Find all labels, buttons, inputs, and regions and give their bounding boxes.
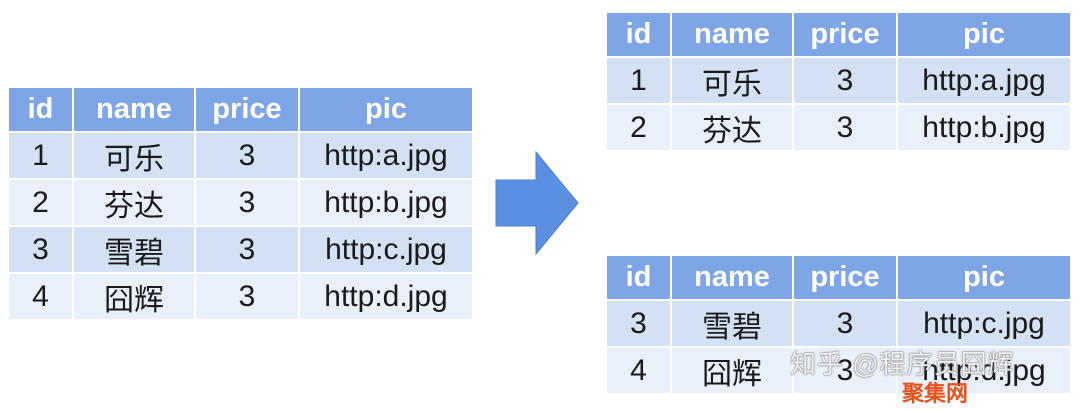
header-row: id name price pic xyxy=(607,256,1070,299)
header-pic: pic xyxy=(898,256,1070,299)
cell-pic: http:a.jpg xyxy=(898,58,1070,103)
cell-name: 囧辉 xyxy=(74,274,194,319)
table-row: 2 芬达 3 http:b.jpg xyxy=(9,180,472,225)
cell-price: 3 xyxy=(794,301,896,346)
table-row: 1 可乐 3 http:a.jpg xyxy=(9,133,472,178)
cell-pic: http:b.jpg xyxy=(898,105,1070,150)
header-row: id name price pic xyxy=(9,88,472,131)
cell-price: 3 xyxy=(196,180,298,225)
header-id: id xyxy=(607,13,670,56)
cell-id: 1 xyxy=(9,133,72,178)
cell-name: 可乐 xyxy=(74,133,194,178)
header-name: name xyxy=(672,13,792,56)
cell-pic: http:c.jpg xyxy=(898,301,1070,346)
header-price: price xyxy=(794,256,896,299)
header-name: name xyxy=(74,88,194,131)
cell-name: 可乐 xyxy=(672,58,792,103)
cell-name: 囧辉 xyxy=(672,348,792,393)
table-row: 2 芬达 3 http:b.jpg xyxy=(607,105,1070,150)
cell-price: 3 xyxy=(794,58,896,103)
cell-name: 芬达 xyxy=(672,105,792,150)
table-row: 4 囧辉 3 http:d.jpg xyxy=(9,274,472,319)
table-row: 3 雪碧 3 http:c.jpg xyxy=(607,301,1070,346)
header-pic: pic xyxy=(300,88,472,131)
header-id: id xyxy=(9,88,72,131)
table-row: 4 囧辉 3 http:d.jpg xyxy=(607,348,1070,393)
cell-price: 3 xyxy=(196,133,298,178)
cell-name: 雪碧 xyxy=(672,301,792,346)
cell-id: 4 xyxy=(607,348,670,393)
cell-id: 2 xyxy=(607,105,670,150)
header-name: name xyxy=(672,256,792,299)
header-id: id xyxy=(607,256,670,299)
table-row: 1 可乐 3 http:a.jpg xyxy=(607,58,1070,103)
cell-pic: http:a.jpg xyxy=(300,133,472,178)
split-table-bottom: id name price pic 3 雪碧 3 http:c.jpg 4 囧辉… xyxy=(605,254,1072,395)
header-row: id name price pic xyxy=(607,13,1070,56)
split-table-top: id name price pic 1 可乐 3 http:a.jpg 2 芬达… xyxy=(605,11,1072,152)
cell-pic: http:c.jpg xyxy=(300,227,472,272)
cell-pic: http:d.jpg xyxy=(898,348,1070,393)
cell-name: 雪碧 xyxy=(74,227,194,272)
watermark-text: 知乎 @程序员囧辉 xyxy=(790,349,1015,379)
header-pic: pic xyxy=(898,13,1070,56)
source-table: id name price pic 1 可乐 3 http:a.jpg 2 芬达… xyxy=(7,86,474,321)
cell-id: 1 xyxy=(607,58,670,103)
cell-id: 3 xyxy=(607,301,670,346)
cell-price: 3 xyxy=(794,348,896,393)
cell-pic: http:d.jpg xyxy=(300,274,472,319)
cell-pic: http:b.jpg xyxy=(300,180,472,225)
header-price: price xyxy=(196,88,298,131)
header-price: price xyxy=(794,13,896,56)
cell-id: 4 xyxy=(9,274,72,319)
right-arrow-icon xyxy=(495,150,579,256)
cell-id: 3 xyxy=(9,227,72,272)
cell-price: 3 xyxy=(196,274,298,319)
cell-price: 3 xyxy=(196,227,298,272)
watermark-site-logo: 聚集网 xyxy=(902,381,969,406)
table-row: 3 雪碧 3 http:c.jpg xyxy=(9,227,472,272)
cell-id: 2 xyxy=(9,180,72,225)
cell-price: 3 xyxy=(794,105,896,150)
cell-name: 芬达 xyxy=(74,180,194,225)
